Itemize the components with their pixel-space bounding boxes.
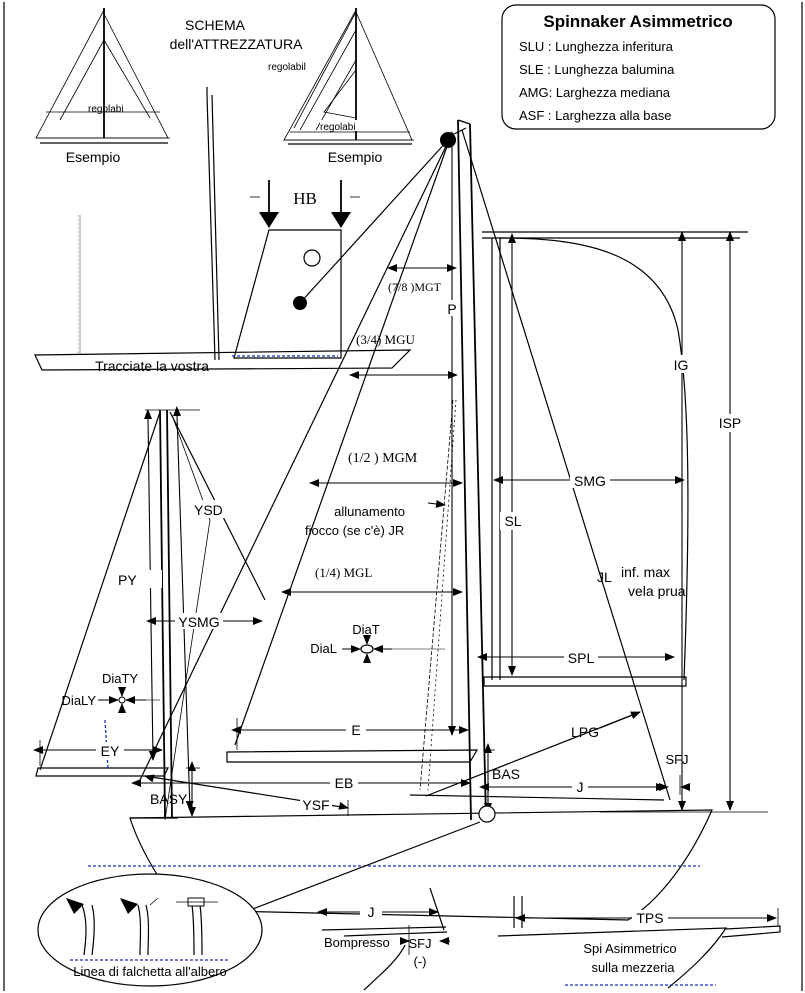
- dial-label: DiaL: [310, 641, 337, 656]
- inset-bowsprit: J Bompresso SFJ (-): [317, 887, 450, 991]
- legend-item: AMG: Larghezza mediana: [519, 85, 671, 100]
- p-label: P: [447, 301, 456, 317]
- py-label: PY: [118, 572, 137, 588]
- sl-label: SL: [504, 513, 521, 529]
- ghost-mast: [77, 215, 81, 355]
- mgt-dimension: (7/8 )MGT: [387, 264, 457, 294]
- inset-sheer-caption: Linea di falchetta all'albero: [73, 964, 227, 979]
- basy-label: BASY: [150, 791, 188, 807]
- sfj-dimension: SFJ: [659, 752, 690, 795]
- title-line2: dell'ATTREZZATURA: [170, 36, 303, 52]
- basy-dimension: BASY: [150, 761, 200, 817]
- ig-label: IG: [674, 357, 689, 373]
- bowsprit-label: Bompresso: [324, 935, 390, 950]
- bas-dimension: BAS: [483, 743, 520, 813]
- example-right-caption: Esempio: [328, 149, 383, 165]
- ig-dimension: IG: [666, 231, 705, 811]
- jl-label: JL: [597, 569, 612, 585]
- isp-label: ISP: [719, 415, 742, 431]
- e-label: E: [351, 722, 360, 738]
- ysmg-label: YSMG: [178, 614, 219, 630]
- diat-label: DiaT: [352, 622, 380, 637]
- sl-dimension: SL: [500, 233, 524, 676]
- ysd-dimension: YSD: [173, 406, 226, 811]
- title-line1: SCHEMA: [185, 17, 246, 33]
- hb-profile-box: HB: [232, 139, 449, 359]
- mgt-label: (7/8 )MGT: [388, 280, 442, 294]
- j-dimension: J: [479, 779, 666, 795]
- isp-dimension: ISP: [712, 231, 748, 811]
- bowsprit-neg-label: (-): [414, 954, 427, 969]
- inf-line1: inf. max: [621, 564, 670, 580]
- j-label: J: [577, 779, 584, 795]
- eb-label: EB: [335, 775, 354, 791]
- jr-dimension: allunamento fiocco (se c'è) JR: [305, 499, 446, 538]
- page-frame: [3, 2, 803, 991]
- hb-label: HB: [293, 189, 317, 208]
- example-left-note: regolabi: [88, 104, 124, 115]
- sfj-label: SFJ: [665, 752, 688, 767]
- jr-label-line2: fiocco (se c'è) JR: [305, 523, 404, 538]
- legend-box: Spinnaker Asimmetrico SLU : Lunghezza in…: [501, 4, 776, 130]
- ysf-dimension: YSF: [144, 774, 349, 816]
- mgl-dimension: (1/4) MGL: [281, 565, 463, 596]
- background-mast: [206, 87, 220, 361]
- mgu-label: (3/4) MGU: [356, 332, 415, 347]
- lpg-label: LPG: [571, 724, 599, 740]
- example-rig-left: regolabi Esempio: [35, 8, 170, 165]
- p-dimension: P: [444, 131, 460, 736]
- ey-label: EY: [101, 743, 120, 759]
- asym-line2: sulla mezzeria: [591, 960, 675, 975]
- spinnaker-sail: [482, 231, 748, 687]
- legend-heading: Spinnaker Asimmetrico: [543, 12, 732, 31]
- spl-label: SPL: [568, 650, 595, 666]
- jr-label-line1: allunamento: [334, 504, 405, 519]
- diagram-title: SCHEMA dell'ATTREZZATURA: [170, 17, 303, 52]
- inset-tps: TPS Spi Asimmetrico sulla mezzeria: [497, 896, 781, 989]
- mgu-dimension: (3/4) MGU: [349, 332, 458, 379]
- example-left-caption: Esempio: [66, 149, 121, 165]
- tps-label: TPS: [636, 910, 663, 926]
- bowsprit-j-label: J: [368, 904, 375, 920]
- ysf-label: YSF: [302, 797, 329, 813]
- bowsprit-sfj-label: SFJ: [408, 936, 431, 951]
- inf-line2: vela prua: [628, 583, 686, 599]
- main-boom: E: [226, 718, 479, 763]
- jl-dimension: JL inf. max vela prua: [597, 564, 686, 599]
- smg-label: SMG: [574, 473, 606, 489]
- mini-hull: Tracciate la vostra: [34, 349, 412, 374]
- ey-dimension: EY: [33, 740, 163, 766]
- main-mast: [139, 119, 671, 821]
- bas-label: BAS: [492, 766, 520, 782]
- dia-mast-section: DiaT DiaL: [310, 622, 445, 663]
- dia-mizzen-section: DiaTY DiaLY: [62, 671, 160, 713]
- mgm-label: (1/2 ) MGM: [348, 451, 418, 466]
- ysmg-dimension: YSMG: [146, 613, 263, 630]
- lpg-dimension: LPG: [425, 711, 641, 797]
- legend-item: SLE : Lunghezza balumina: [519, 62, 675, 77]
- diaty-label: DiaTY: [102, 671, 138, 686]
- dialy-label: DiaLY: [62, 693, 97, 708]
- ysd-label: YSD: [194, 502, 223, 518]
- example-right-note-mid: regolabi: [320, 122, 356, 133]
- asym-line1: Spi Asimmetrico: [583, 941, 676, 956]
- legend-item: ASF : Larghezza alla base: [519, 108, 671, 123]
- smg-dimension: SMG: [493, 472, 685, 489]
- legend-item: SLU : Lunghezza inferitura: [519, 39, 674, 54]
- mgm-dimension: (1/2 ) MGM: [309, 451, 463, 487]
- mini-hull-caption: Tracciate la vostra: [95, 358, 209, 374]
- example-rig-right: regolabil regolabi Esempio: [268, 8, 414, 165]
- spl-dimension: SPL: [477, 649, 675, 666]
- example-right-note-top: regolabil: [268, 62, 306, 73]
- inset-sheer-line: Linea di falchetta all'albero: [37, 873, 263, 987]
- mgl-label: (1/4) MGL: [315, 565, 372, 580]
- py-dimension: PY: [118, 409, 162, 761]
